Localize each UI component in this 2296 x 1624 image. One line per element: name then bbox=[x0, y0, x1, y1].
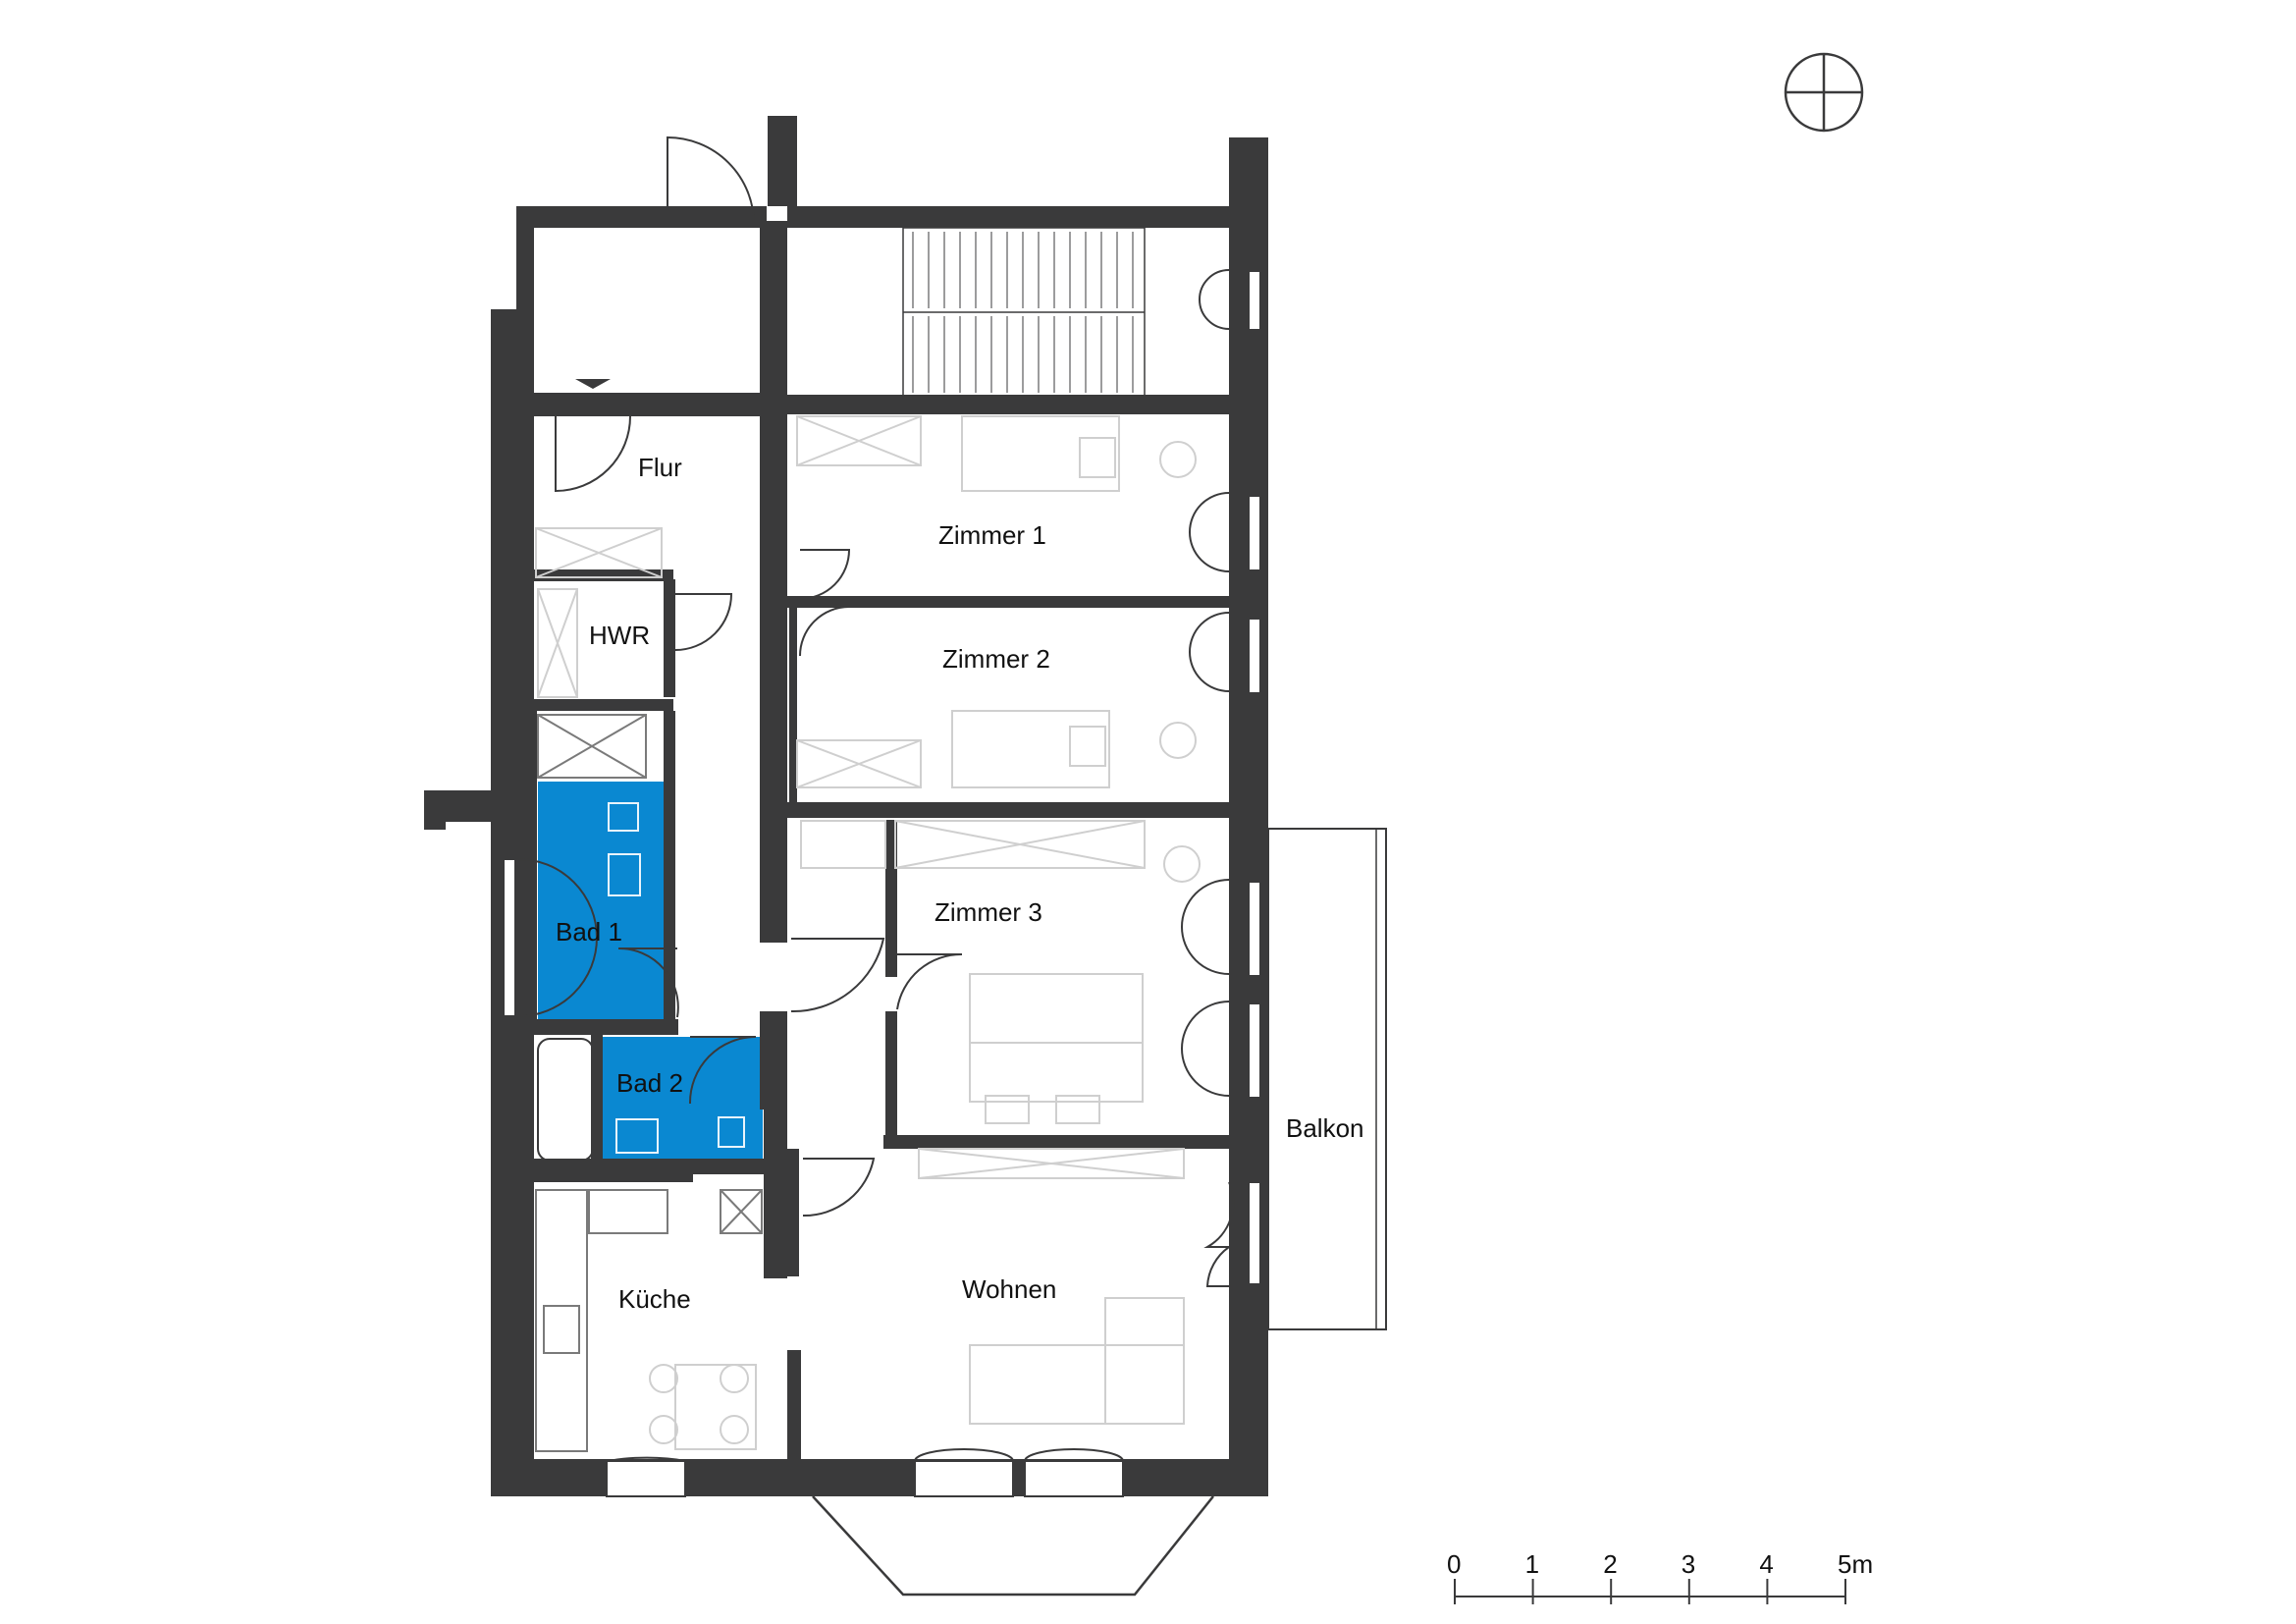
balcony bbox=[1267, 828, 1387, 1330]
room-labels: Flur Zimmer 1 Zimmer 2 HWR Bad 1 Zimmer … bbox=[556, 453, 1364, 1314]
compass-icon bbox=[1784, 52, 1864, 133]
scale-tick-label: 1 bbox=[1525, 1549, 1539, 1579]
scale-tick-label: 4 bbox=[1759, 1549, 1773, 1579]
bathroom-fills bbox=[538, 782, 763, 1159]
staircase bbox=[902, 227, 1146, 398]
label-kueche: Küche bbox=[618, 1284, 691, 1314]
windows bbox=[503, 270, 1261, 1497]
scale-tick-label: 3 bbox=[1682, 1549, 1695, 1579]
doors bbox=[517, 135, 1235, 1462]
scale-tick-label: 0 bbox=[1447, 1549, 1461, 1579]
label-flur: Flur bbox=[638, 453, 682, 482]
label-zimmer-3: Zimmer 3 bbox=[934, 897, 1042, 927]
label-bad-2: Bad 2 bbox=[616, 1068, 683, 1098]
scale-tick-label: 5m bbox=[1838, 1549, 1873, 1579]
label-wohnen: Wohnen bbox=[962, 1274, 1056, 1304]
label-bad-1: Bad 1 bbox=[556, 917, 622, 947]
furniture bbox=[535, 415, 1201, 1452]
label-zimmer-2: Zimmer 2 bbox=[942, 644, 1050, 674]
entrance-marker-icon bbox=[575, 379, 611, 389]
scale-bar: 0 1 2 3 4 5m bbox=[1447, 1549, 1873, 1604]
label-balkon: Balkon bbox=[1286, 1113, 1364, 1143]
bay-window bbox=[812, 1495, 1214, 1597]
label-hwr: HWR bbox=[589, 621, 650, 650]
scale-tick-label: 2 bbox=[1603, 1549, 1617, 1579]
label-zimmer-1: Zimmer 1 bbox=[938, 520, 1046, 550]
